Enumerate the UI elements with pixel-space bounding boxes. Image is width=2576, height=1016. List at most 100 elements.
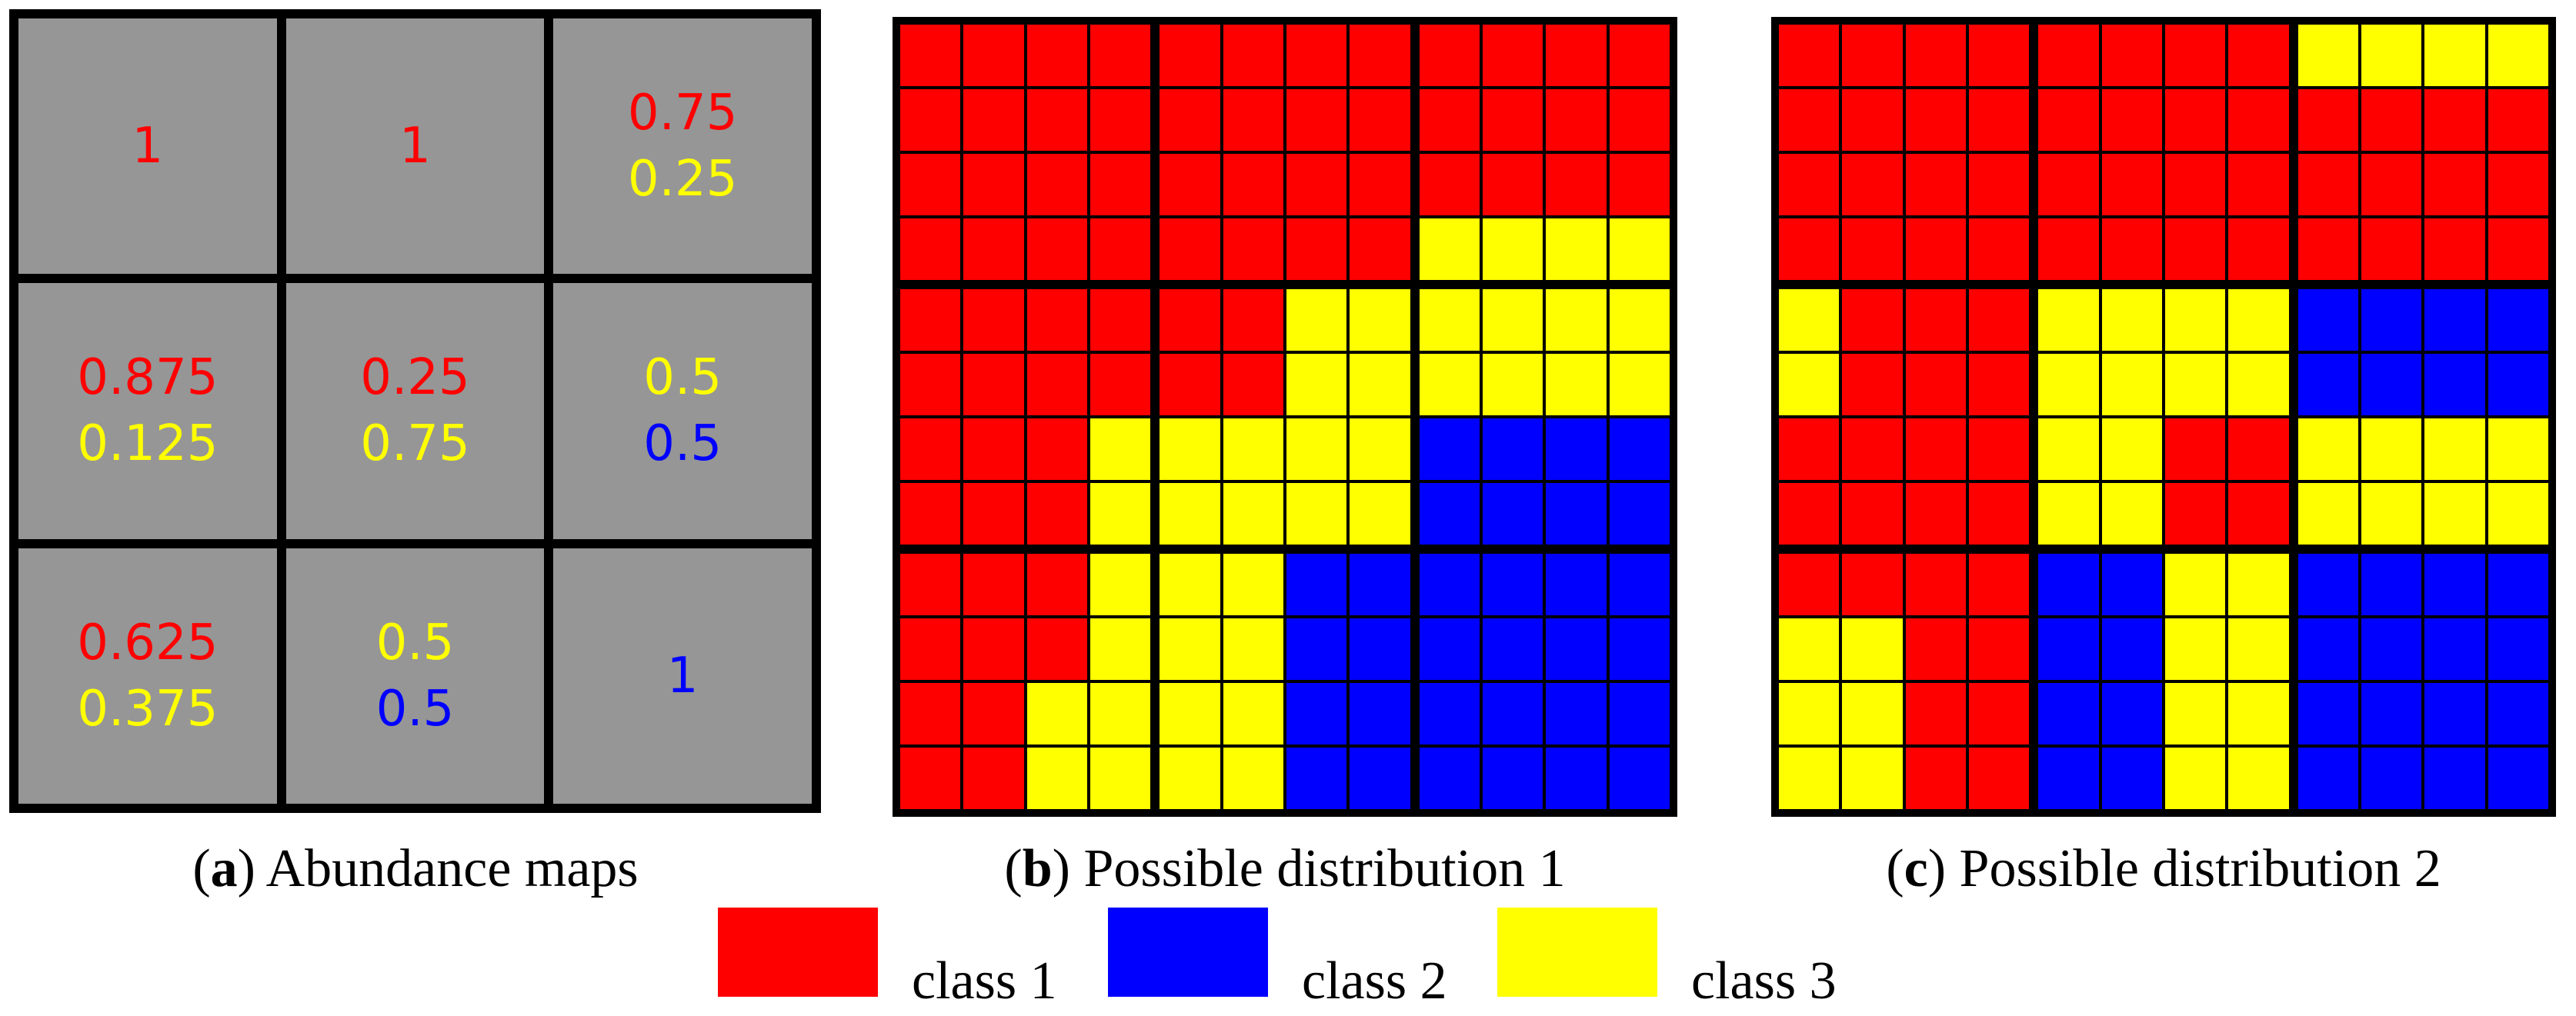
distribution-1-pixel bbox=[962, 88, 1026, 152]
distribution-2-pixel bbox=[2296, 746, 2360, 811]
abundance-value: 1 bbox=[132, 118, 164, 175]
abundance-value: 0.125 bbox=[77, 415, 219, 473]
distribution-1-pixel bbox=[1221, 88, 1285, 152]
distribution-2-pixel bbox=[1840, 746, 1904, 811]
distribution-2-pixel bbox=[2037, 417, 2101, 481]
distribution-1-pixel bbox=[899, 746, 963, 811]
caption-c-text: Possible distribution 2 bbox=[1946, 839, 2441, 898]
distribution-2-pixel bbox=[2100, 417, 2164, 481]
distribution-1-pixel bbox=[1481, 417, 1545, 481]
distribution-2-pixel bbox=[2486, 152, 2550, 217]
distribution-1-pixel bbox=[1348, 617, 1412, 681]
distribution-2-pixel bbox=[2227, 617, 2291, 681]
distribution-1-pixel bbox=[899, 617, 963, 681]
distribution-2-pixel bbox=[2486, 746, 2550, 811]
distribution-1-pixel bbox=[1158, 152, 1222, 217]
distribution-2-pixel bbox=[2360, 481, 2424, 546]
distribution-1-pixel bbox=[1607, 217, 1671, 281]
distribution-2-pixel bbox=[2486, 217, 2550, 281]
distribution-1-pixel bbox=[1544, 23, 1608, 88]
distribution-1-pixel bbox=[1158, 88, 1222, 152]
distribution-2-pixel bbox=[2164, 617, 2227, 681]
distribution-2-pixel bbox=[2486, 288, 2550, 352]
distribution-2-pixel bbox=[2423, 617, 2487, 681]
distribution-2-pixel bbox=[1904, 481, 1967, 546]
distribution-2-pixel bbox=[2296, 417, 2360, 481]
abundance-value: 0.25 bbox=[627, 151, 738, 208]
distribution-2-pixel bbox=[2037, 681, 2101, 746]
distribution-1-pixel bbox=[899, 481, 963, 546]
distribution-2-pixel bbox=[2227, 152, 2291, 217]
distribution-2-pixel bbox=[1777, 352, 1841, 417]
distribution-1-pixel bbox=[1348, 217, 1412, 281]
distribution-2-pixel bbox=[2037, 217, 2101, 281]
distribution-2-pixel bbox=[1840, 217, 1904, 281]
distribution-2-pixel bbox=[1967, 88, 2031, 152]
distribution-2-pixel bbox=[2296, 681, 2360, 746]
distribution-1-pixel bbox=[1089, 417, 1153, 481]
distribution-2-pixel bbox=[2423, 217, 2487, 281]
distribution-1-pixel bbox=[1285, 552, 1349, 617]
distribution-1-pixel bbox=[1481, 88, 1545, 152]
legend-swatch-class-2 bbox=[1108, 908, 1268, 997]
distribution-1-pixel bbox=[1481, 152, 1545, 217]
abundance-cell: 1 bbox=[285, 18, 545, 275]
distribution-1-pixel bbox=[1221, 481, 1285, 546]
distribution-1-pixel bbox=[1607, 417, 1671, 481]
distribution-1-pixel bbox=[1348, 681, 1412, 746]
distribution-1-pixel bbox=[962, 481, 1026, 546]
distribution-2-pixel bbox=[1840, 152, 1904, 217]
distribution-2-pixel bbox=[2360, 746, 2424, 811]
distribution-2-pixel bbox=[2227, 23, 2291, 88]
distribution-2-pixel bbox=[2360, 552, 2424, 617]
distribution-1-pixel bbox=[1544, 352, 1608, 417]
distribution-1-pixel bbox=[1221, 23, 1285, 88]
distribution-1-pixel bbox=[1158, 217, 1222, 281]
legend-label-class-3: class 3 bbox=[1691, 951, 1837, 1011]
distribution-1-pixel bbox=[899, 23, 963, 88]
distribution-2-pixel bbox=[2164, 88, 2227, 152]
distribution-2-pixel bbox=[2037, 152, 2101, 217]
distribution-2-pixel bbox=[2423, 417, 2487, 481]
distribution-1-pixel bbox=[1285, 288, 1349, 352]
distribution-2-pixel bbox=[1840, 617, 1904, 681]
distribution-2-pixel bbox=[2360, 88, 2424, 152]
distribution-1-pixel bbox=[1221, 417, 1285, 481]
distribution-2-pixel bbox=[1967, 352, 2031, 417]
distribution-1-pixel bbox=[1607, 746, 1671, 811]
caption-c-letter: c bbox=[1904, 839, 1928, 898]
distribution-1-pixel bbox=[1025, 288, 1089, 352]
distribution-2-pixel bbox=[2486, 417, 2550, 481]
distribution-2-pixel bbox=[2164, 481, 2227, 546]
distribution-1-pixel bbox=[1481, 681, 1545, 746]
distribution-2-pixel bbox=[2164, 552, 2227, 617]
distribution-2-pixel bbox=[2037, 88, 2101, 152]
distribution-1-pixel bbox=[1417, 617, 1481, 681]
distribution-1-pixel bbox=[1158, 288, 1222, 352]
distribution-2-pixel bbox=[1967, 217, 2031, 281]
distribution-2-pixel bbox=[2164, 746, 2227, 811]
distribution-1-pixel bbox=[1607, 617, 1671, 681]
distribution-1-pixel bbox=[1607, 352, 1671, 417]
distribution-1-pixel bbox=[1348, 352, 1412, 417]
distribution-2-pixel bbox=[2037, 746, 2101, 811]
distribution-1-pixel bbox=[1348, 88, 1412, 152]
abundance-value: 1 bbox=[666, 647, 699, 705]
caption-b-letter: b bbox=[1022, 839, 1053, 898]
distribution-2-pixel bbox=[1967, 681, 2031, 746]
distribution-1-pixel bbox=[1417, 88, 1481, 152]
distribution-2-pixel bbox=[1904, 288, 1967, 352]
distribution-2-pixel bbox=[2227, 681, 2291, 746]
distribution-2-pixel bbox=[1777, 617, 1841, 681]
distribution-2-pixel bbox=[2100, 88, 2164, 152]
distribution-2-pixel bbox=[2037, 288, 2101, 352]
distribution-1-pixel bbox=[1348, 23, 1412, 88]
distribution-1-pixel bbox=[899, 152, 963, 217]
distribution-1-pixel bbox=[1544, 681, 1608, 746]
distribution-2-pixel bbox=[2360, 152, 2424, 217]
distribution-1-pixel bbox=[1544, 481, 1608, 546]
distribution-2-pixel bbox=[2423, 681, 2487, 746]
distribution-2-pixel bbox=[2227, 217, 2291, 281]
